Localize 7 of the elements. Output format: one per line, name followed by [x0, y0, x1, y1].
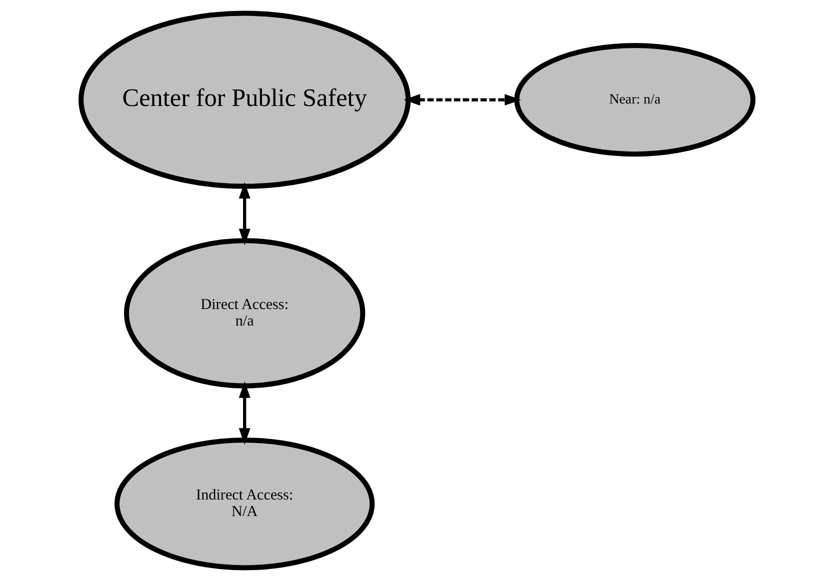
- node-ellipse: Direct Access: n/a: [124, 238, 365, 388]
- node-ellipse: Indirect Access: N/A: [114, 438, 374, 570]
- arrow: [238, 182, 250, 246]
- node-ellipse: Near: n/a: [514, 42, 755, 157]
- arrow: [403, 94, 521, 106]
- node-ellipse: Center for Public Safety: [78, 10, 410, 189]
- arrow: [238, 381, 250, 445]
